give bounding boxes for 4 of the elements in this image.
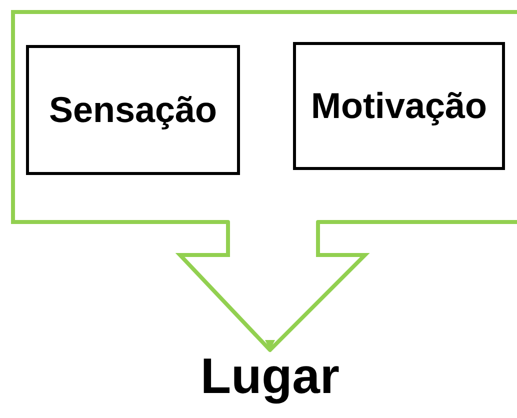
result-label: Lugar [190, 350, 350, 402]
concept-box: Sensação [26, 45, 240, 175]
block-arrow [175, 220, 370, 352]
concept-box: Motivação [293, 42, 505, 170]
